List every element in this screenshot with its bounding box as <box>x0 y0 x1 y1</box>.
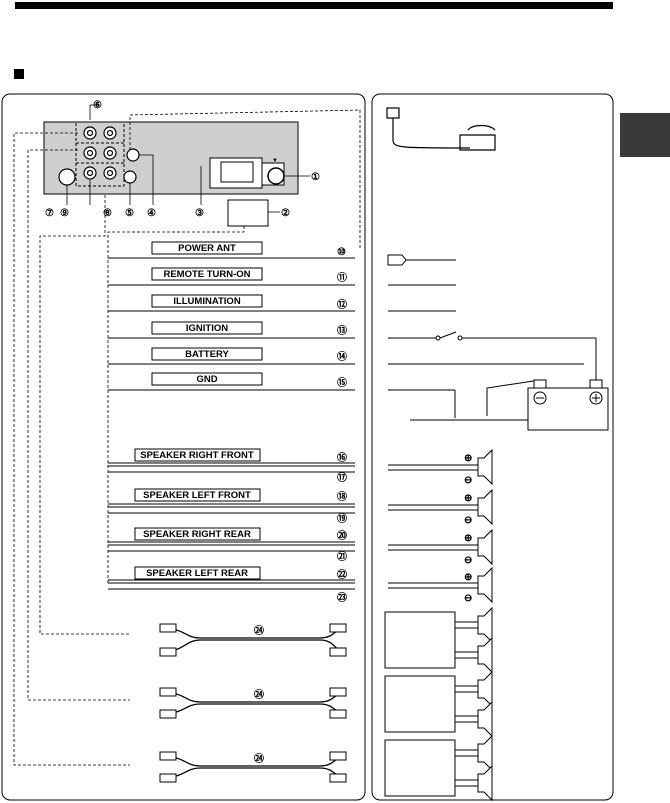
head-unit: ▼ <box>44 122 298 194</box>
num-7: ⑦ <box>45 208 54 219</box>
section-bullet <box>14 69 24 79</box>
header-bar <box>15 2 613 9</box>
amplifier-group <box>385 608 492 800</box>
speaker-label-right-rear: SPEAKER RIGHT REAR <box>143 529 251 540</box>
antenna-wire-end <box>388 255 406 265</box>
num-24-c: ㉔ <box>254 752 264 765</box>
num-22: ㉒ <box>337 568 347 581</box>
num-11: ⑪ <box>337 271 347 284</box>
wire-label-battery: BATTERY <box>185 349 229 360</box>
plus-4: ⊕ <box>464 572 472 583</box>
speaker-label-group: SPEAKER RIGHT FRONT SPEAKER LEFT FRONT S… <box>135 449 260 579</box>
num-18: ⑱ <box>337 490 347 503</box>
wire-label-ignition: IGNITION <box>186 323 228 334</box>
plus-3: ⊕ <box>464 533 472 544</box>
num-2: ② <box>281 208 290 219</box>
num-17: ⑰ <box>337 471 347 484</box>
num-19: ⑲ <box>337 512 347 525</box>
wire-label-gnd: GND <box>196 374 217 385</box>
num-6: ⑥ <box>93 100 102 111</box>
wire-label-remote: REMOTE TURN-ON <box>163 269 250 280</box>
num-16: ⑯ <box>337 451 347 464</box>
minus-2: ⊖ <box>464 515 472 526</box>
minus-4: ⊖ <box>464 593 472 604</box>
num-12: ⑫ <box>337 298 347 311</box>
num-20: ⑳ <box>337 529 347 542</box>
wire-label-illumination: ILLUMINATION <box>173 296 241 307</box>
num-4: ④ <box>147 208 156 219</box>
num-23: ㉓ <box>337 591 347 604</box>
antenna-plug <box>387 108 495 150</box>
speaker-label-left-front: SPEAKER LEFT FRONT <box>143 490 251 501</box>
wire-number-group: ⑩ ⑪ ⑫ ⑬ ⑭ ⑮ ⑯ ⑰ ⑱ ⑲ ⑳ ㉑ ㉒ ㉓ <box>337 247 347 604</box>
num-13: ⑬ <box>337 324 347 337</box>
plus-2: ⊕ <box>464 493 472 504</box>
num-15: ⑮ <box>337 376 347 389</box>
wire-label-power-ant: POWER ANT <box>178 243 236 254</box>
svg-text:▼: ▼ <box>272 158 278 164</box>
left-panel <box>2 94 365 800</box>
num-14: ⑭ <box>337 350 347 363</box>
num-5: ⑤ <box>125 208 134 219</box>
component-box <box>228 200 268 226</box>
speaker-label-left-rear: SPEAKER LEFT REAR <box>146 568 248 579</box>
side-tab <box>620 113 670 157</box>
num-9: ⑨ <box>60 208 69 219</box>
rca-cable-group <box>160 628 345 778</box>
num-10: ⑩ <box>337 247 346 258</box>
minus-3: ⊖ <box>464 555 472 566</box>
num-1: ① <box>311 172 320 183</box>
num-24-b: ㉔ <box>254 688 264 701</box>
num-21: ㉑ <box>337 550 347 563</box>
num-3: ③ <box>195 208 204 219</box>
battery <box>528 380 608 430</box>
plus-1: ⊕ <box>464 453 472 464</box>
speaker-group <box>388 450 492 602</box>
num-8: ⑧ <box>103 208 112 219</box>
num-24-a: ㉔ <box>254 624 264 637</box>
minus-1: ⊖ <box>464 475 472 486</box>
speaker-label-right-front: SPEAKER RIGHT FRONT <box>140 450 254 461</box>
